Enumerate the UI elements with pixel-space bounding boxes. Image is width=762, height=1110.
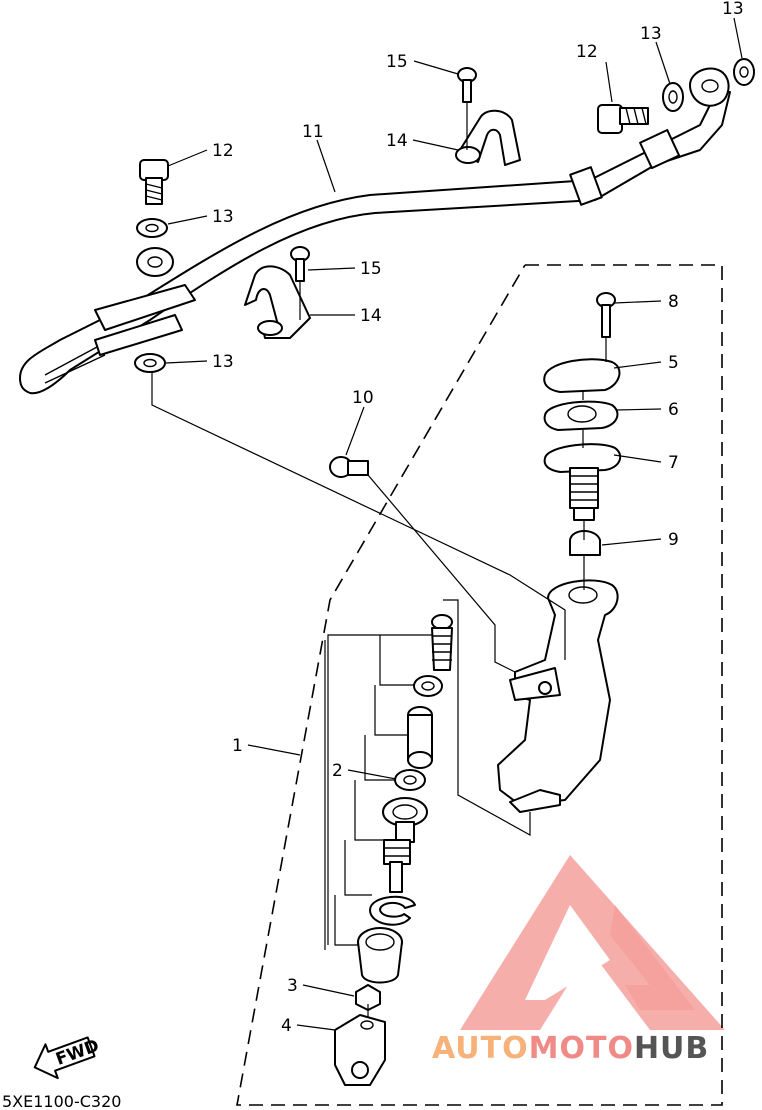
float <box>569 530 601 556</box>
callout-15-lower: 15 <box>360 259 382 279</box>
hose-banjo-lower <box>136 247 174 277</box>
callout-13-far-right: 13 <box>722 0 744 19</box>
cap-bolt <box>596 292 616 338</box>
clevis <box>334 1014 386 1086</box>
piston <box>407 706 433 769</box>
watermark-part-moto: MOTO <box>529 1031 634 1066</box>
callout-4: 4 <box>281 1016 292 1036</box>
centerline-hose-to-cylinder <box>151 372 566 660</box>
watermark-part-auto: AUTO <box>432 1031 529 1066</box>
spring <box>431 614 453 671</box>
copper-washer-a <box>136 218 168 238</box>
fwd-arrow: FWD <box>33 1036 102 1080</box>
callout-7: 7 <box>668 453 679 473</box>
union-bolt-10 <box>329 456 369 478</box>
kit-bracket <box>327 634 432 946</box>
callout-5: 5 <box>668 353 679 373</box>
reservoir-cap <box>543 358 621 393</box>
hose-holder-upper <box>455 109 521 166</box>
callout-13-a: 13 <box>212 207 234 227</box>
boot-cup <box>357 927 403 984</box>
callout-14-upper: 14 <box>386 131 408 151</box>
screw-upper <box>457 67 477 103</box>
nut <box>355 984 381 1011</box>
copper-washer-d <box>733 58 755 86</box>
callout-12-right: 12 <box>576 42 598 62</box>
callout-3: 3 <box>287 976 298 996</box>
screw-lower <box>290 246 310 282</box>
union-bolt-right <box>597 104 649 134</box>
copper-washer-c <box>662 82 684 112</box>
callout-14-lower: 14 <box>360 306 382 326</box>
watermark-logo <box>460 855 725 1030</box>
hose-holder-lower <box>244 265 311 339</box>
union-bolt-left <box>139 159 169 205</box>
callout-13-b: 13 <box>212 352 234 372</box>
secondary-cup <box>394 769 426 791</box>
callout-6: 6 <box>668 400 679 420</box>
diagram-code: 5XE1100-C320 <box>2 1092 121 1110</box>
callout-13-right: 13 <box>640 24 662 44</box>
callout-12-left: 12 <box>212 141 234 161</box>
circlip <box>369 895 416 926</box>
callout-1: 1 <box>232 736 243 756</box>
callout-9: 9 <box>668 530 679 550</box>
callout-2: 2 <box>332 761 343 781</box>
callout-15-upper: 15 <box>386 52 408 72</box>
callout-11: 11 <box>302 122 324 142</box>
callout-8: 8 <box>668 292 679 312</box>
diaphragm-plate <box>543 400 619 431</box>
watermark-text: AUTOMOTOHUB <box>432 1031 709 1066</box>
master-cylinder-assembly-boundary <box>236 264 723 1106</box>
callout-10: 10 <box>352 388 374 408</box>
push-rod-boot <box>382 797 428 893</box>
hose-banjo-upper <box>689 67 730 107</box>
brake-hose <box>19 67 731 395</box>
copper-washer-b <box>134 353 166 373</box>
diaphragm <box>543 443 622 521</box>
master-cylinder-body <box>497 579 619 813</box>
watermark-part-hub: HUB <box>634 1031 709 1066</box>
primary-cup <box>413 675 443 697</box>
